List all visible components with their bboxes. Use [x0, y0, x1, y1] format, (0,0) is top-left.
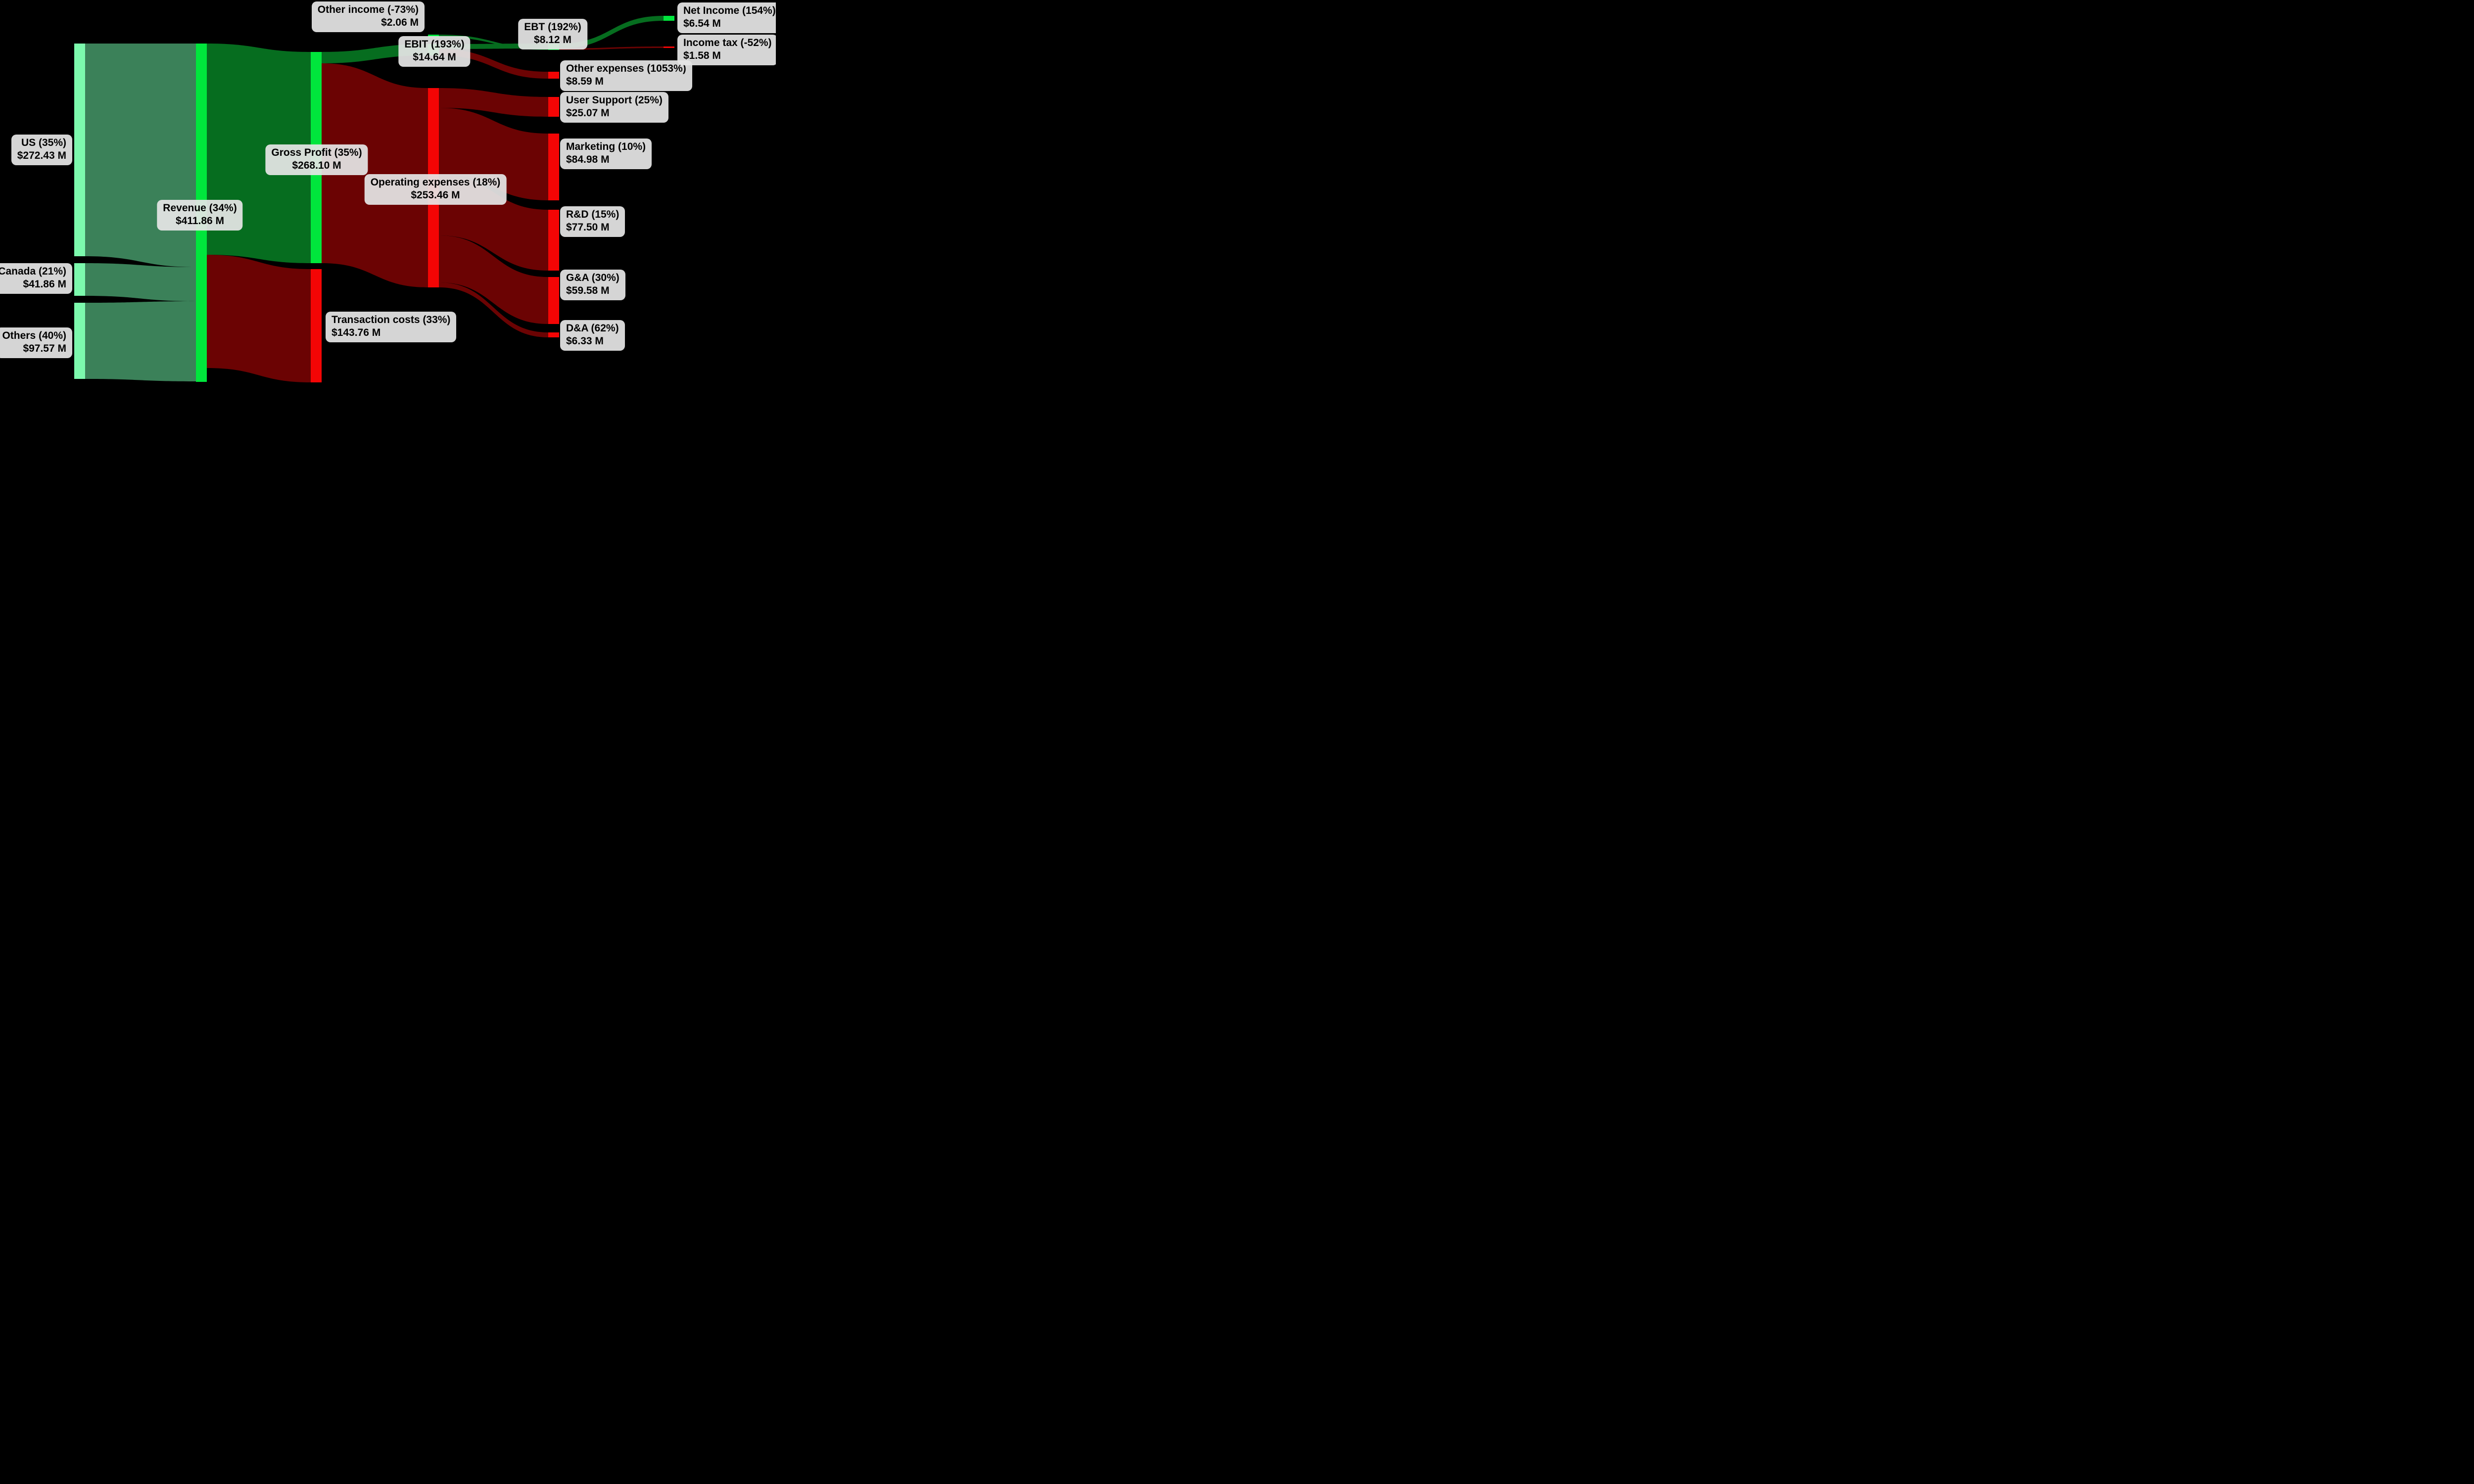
- node-label-title: EBIT (193%): [404, 39, 465, 50]
- node-label-ebt: EBT (192%)$8.12 M: [518, 19, 587, 49]
- node-label-title: Others (40%): [2, 330, 66, 341]
- node-other_expenses[interactable]: [548, 72, 559, 79]
- node-label-others: Others (40%) $97.57 M: [0, 327, 72, 358]
- node-label-title: Other income (-73%): [317, 4, 419, 15]
- node-label-gross_profit: Gross Profit (35%) $268.10 M: [265, 144, 368, 175]
- node-label-title: User Support (25%): [566, 94, 663, 106]
- node-label-value: $97.57 M: [23, 343, 66, 354]
- flow-opex-to-dna[interactable]: [439, 282, 548, 337]
- node-label-value: $14.64 M: [413, 51, 456, 63]
- node-user_support[interactable]: [548, 97, 559, 117]
- node-label-dna: D&A (62%)$6.33 M: [560, 320, 625, 351]
- node-label-value: $272.43 M: [17, 150, 66, 161]
- node-label-net_income: Net Income (154%) $6.54 M: [677, 2, 776, 33]
- node-label-title: R&D (15%): [566, 209, 619, 220]
- node-label-title: Canada (21%): [0, 266, 66, 277]
- node-label-gna: G&A (30%) $59.58 M: [560, 270, 625, 300]
- node-label-other_income: Other income (-73%) $2.06 M: [311, 1, 425, 32]
- node-label-opex: Operating expenses (18%)$253.46 M: [364, 174, 507, 205]
- node-label-value: $268.10 M: [292, 160, 341, 171]
- node-other_income[interactable]: [428, 35, 439, 37]
- node-label-revenue: Revenue (34%)$411.86 M: [157, 200, 243, 231]
- node-canada[interactable]: [74, 263, 85, 296]
- flow-ebt-to-income_tax[interactable]: [559, 46, 664, 50]
- node-dna[interactable]: [548, 332, 559, 337]
- sankey-financial-flow-chart: US (35%) $272.43 M Canada (21%)$41.86 M Oth…: [0, 0, 776, 388]
- node-label-canada: Canada (21%)$41.86 M: [0, 263, 72, 294]
- flow-us-to-revenue[interactable]: [85, 44, 196, 267]
- flow-opex-to-gna[interactable]: [439, 235, 548, 324]
- node-label-title: Net Income (154%): [683, 5, 776, 16]
- sankey-nodes-layer: [74, 16, 674, 382]
- node-label-rnd: R&D (15%) $77.50 M: [560, 206, 625, 237]
- node-others[interactable]: [74, 303, 85, 379]
- node-label-title: EBT (192%): [524, 21, 581, 33]
- node-label-title: Transaction costs (33%): [332, 314, 451, 325]
- node-label-title: US (35%): [21, 137, 66, 148]
- node-label-us: US (35%) $272.43 M: [11, 135, 72, 165]
- node-label-value: $77.50 M: [566, 222, 610, 233]
- node-label-value: $6.33 M: [566, 335, 604, 347]
- node-label-value: $25.07 M: [566, 107, 610, 119]
- node-us[interactable]: [74, 44, 85, 256]
- node-label-marketing: Marketing (10%) $84.98 M: [560, 139, 652, 169]
- node-label-value: $8.59 M: [566, 76, 604, 87]
- node-income_tax[interactable]: [664, 46, 674, 48]
- node-gna[interactable]: [548, 277, 559, 324]
- flow-canada-to-revenue[interactable]: [85, 263, 196, 301]
- flow-others-to-revenue[interactable]: [85, 301, 196, 381]
- node-label-value: $1.58 M: [683, 50, 721, 61]
- node-marketing[interactable]: [548, 134, 559, 200]
- node-label-user_support: User Support (25%)$25.07 M: [560, 92, 668, 123]
- node-net_income[interactable]: [664, 16, 674, 21]
- node-label-value: $59.58 M: [566, 285, 610, 296]
- node-label-title: D&A (62%): [566, 323, 619, 334]
- node-label-ebit: EBIT (193%)$14.64 M: [398, 36, 471, 67]
- node-label-title: Marketing (10%): [566, 141, 646, 152]
- node-label-value: $84.98 M: [566, 154, 610, 165]
- node-label-title: Gross Profit (35%): [271, 147, 362, 158]
- flow-opex-to-user_support[interactable]: [439, 88, 548, 117]
- node-label-value: $6.54 M: [683, 18, 721, 29]
- node-label-title: Operating expenses (18%): [370, 177, 501, 188]
- node-label-other_expenses: Other expenses (1053%) $8.59 M: [560, 60, 692, 91]
- node-label-value: $8.12 M: [534, 34, 571, 46]
- node-label-title: Other expenses (1053%): [566, 63, 686, 74]
- node-label-transaction_costs: Transaction costs (33%) $143.76 M: [326, 312, 457, 342]
- flow-revenue-to-transaction_costs[interactable]: [207, 255, 311, 382]
- flow-ebt-to-net_income[interactable]: [559, 16, 664, 48]
- node-label-value: $41.86 M: [23, 278, 66, 290]
- node-label-value: $143.76 M: [332, 327, 381, 338]
- node-label-income_tax: Income tax (-52%) $1.58 M: [677, 35, 776, 65]
- node-label-title: Revenue (34%): [163, 202, 237, 214]
- node-label-title: G&A (30%): [566, 272, 619, 283]
- node-transaction_costs[interactable]: [311, 269, 322, 382]
- node-label-value: $2.06 M: [381, 17, 419, 28]
- node-label-value: $253.46 M: [411, 189, 460, 201]
- node-rnd[interactable]: [548, 210, 559, 271]
- node-label-title: Income tax (-52%): [683, 37, 772, 48]
- node-label-value: $411.86 M: [175, 215, 225, 227]
